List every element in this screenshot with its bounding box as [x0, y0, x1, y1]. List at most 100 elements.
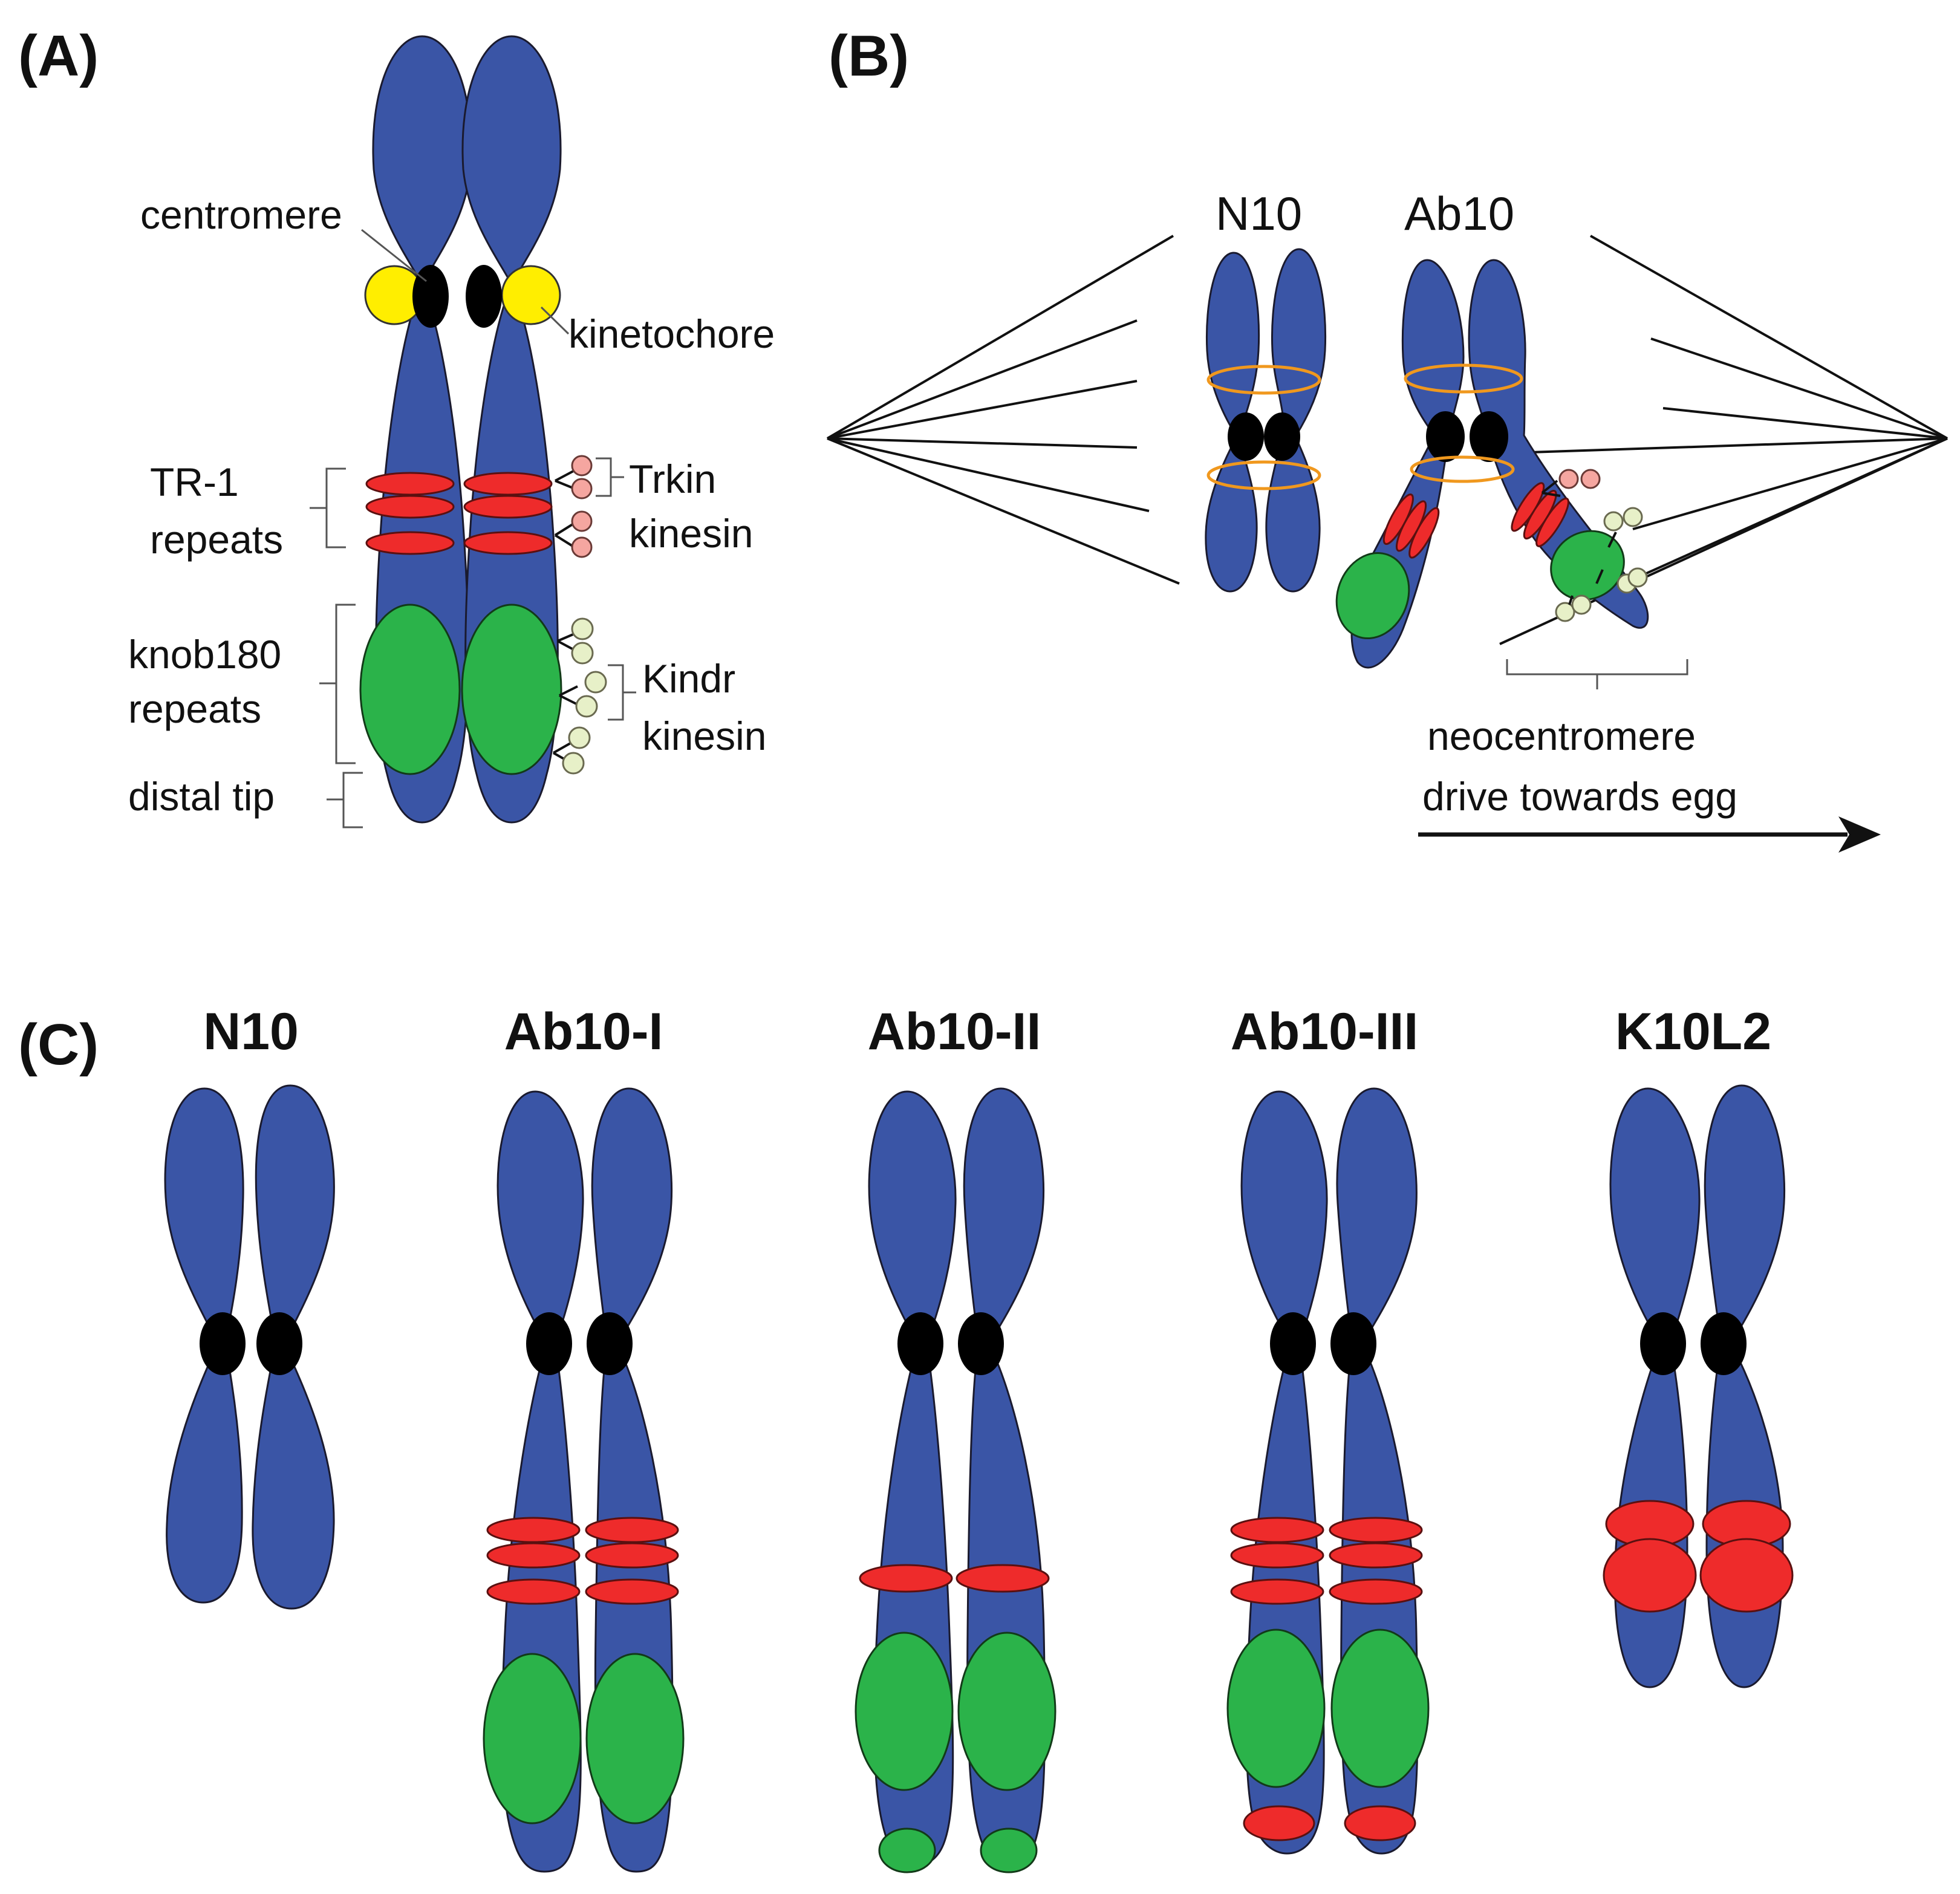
centromere: [587, 1312, 633, 1375]
tr1-block: [1603, 1538, 1697, 1613]
trkin-head: [571, 478, 593, 500]
knob180-label-line1: knob180: [128, 632, 281, 677]
trkin-head: [571, 510, 593, 532]
drive-arrowhead: [1838, 816, 1881, 853]
knob180-tip: [878, 1827, 936, 1873]
haplotype-title: Ab10-III: [1231, 1003, 1419, 1061]
ab10-label: Ab10: [1404, 187, 1514, 240]
trkin-bracket: [596, 457, 624, 497]
kindr-stalk: [1568, 532, 1617, 605]
panel-a-chromosome: [310, 35, 636, 828]
chromosome-n10: [164, 1084, 335, 1610]
tr1-band: [1329, 1542, 1423, 1569]
knob180-bracket: [319, 604, 356, 764]
tr1-band: [859, 1564, 953, 1593]
haplotype-title: N10: [203, 1003, 299, 1061]
centromere-leader: [361, 229, 427, 282]
kinetochore-right: [501, 265, 561, 325]
tr1-band: [463, 531, 553, 555]
haplotype-title: Ab10-I: [504, 1003, 663, 1061]
microtubule: [1632, 437, 1948, 530]
centromere-right: [466, 265, 502, 328]
kindr-head: [571, 617, 594, 640]
distal-tip-bracket: [327, 772, 363, 828]
centromere: [1270, 1312, 1316, 1375]
centromere: [1228, 412, 1264, 461]
knob180-label-line2: repeats: [128, 686, 261, 731]
tr1-band: [463, 495, 553, 519]
microtubule: [826, 235, 1174, 440]
trkin-head: [571, 455, 593, 477]
tr1-label-line2: repeats: [150, 517, 283, 562]
centromere: [958, 1312, 1004, 1375]
tr1-bracket: [310, 467, 346, 548]
microtubule: [827, 437, 1138, 449]
kindr-stalk: [559, 685, 578, 706]
n10-chromosome: [1205, 248, 1327, 593]
kindr-head: [1571, 594, 1592, 615]
microtubule: [827, 380, 1138, 440]
knob180-knob: [461, 604, 562, 775]
trkin-kinesin-group: [554, 455, 593, 558]
knob180-knob: [585, 1653, 685, 1824]
chromatid-right: [1468, 259, 1649, 629]
trkin-label-line2: kinesin: [629, 511, 753, 556]
knob180-knob: [1330, 1629, 1430, 1788]
knob180-knob: [359, 604, 461, 775]
spindle-left: [826, 235, 1180, 585]
knob180-knob: [1550, 530, 1625, 601]
tr1-band: [365, 495, 455, 519]
kinetochore-leader: [540, 306, 570, 335]
haplotype-title: K10L2: [1615, 1003, 1771, 1061]
tr1-band: [1230, 1578, 1324, 1605]
chromatid-right: [252, 1084, 335, 1610]
tr1-band: [1329, 1517, 1423, 1543]
kindr-head: [562, 752, 585, 775]
knob180-knob: [957, 1632, 1057, 1791]
microtubule: [1650, 337, 1948, 440]
tr1-band: [956, 1564, 1050, 1593]
chromosome-ab10-iii: [1226, 1087, 1430, 1855]
kindr-head: [1623, 507, 1643, 527]
tr1-tip: [1344, 1805, 1416, 1841]
trkin-head: [1580, 469, 1601, 489]
distal-tip-label: distal tip: [128, 774, 275, 819]
centromere-left: [412, 265, 449, 328]
microtubule: [827, 319, 1138, 440]
tr1-tip: [1243, 1805, 1315, 1841]
tr1-block: [1699, 1538, 1794, 1613]
centromere: [1640, 1312, 1686, 1375]
neocentromere-label-line1: neocentromere: [1427, 714, 1696, 758]
microtubule: [1493, 437, 1948, 455]
trkin-label-line1: Trkin: [629, 457, 716, 501]
microtubule: [1662, 407, 1948, 440]
microtubule: [1590, 235, 1948, 440]
microtubule: [827, 437, 1180, 585]
chromatid-left: [164, 1087, 244, 1604]
centromere: [200, 1312, 246, 1375]
knob180-knob: [483, 1653, 582, 1824]
panel-a: (A): [18, 24, 775, 828]
knob180-knob: [1226, 1629, 1326, 1788]
centromere: [526, 1312, 572, 1375]
n10-label: N10: [1216, 187, 1302, 240]
trkin-head: [571, 536, 593, 558]
kindr-head: [568, 726, 591, 749]
chromosome-ab10-i: [483, 1087, 685, 1873]
tr1-band: [585, 1542, 679, 1569]
knob180-knob: [855, 1632, 954, 1791]
chromosome-ab10-ii: [855, 1087, 1057, 1873]
tr1-band: [463, 472, 553, 496]
kindr-head: [1555, 602, 1575, 622]
centromere: [1470, 411, 1508, 462]
chromosome-k10l2: [1603, 1084, 1794, 1688]
knob180-knob: [1335, 552, 1410, 640]
tr1-band: [486, 1542, 581, 1569]
tr1-band: [365, 531, 455, 555]
kinetochore-label: kinetochore: [568, 311, 775, 356]
ab10-chromosome: [1335, 259, 1649, 669]
trkin-stalk: [1541, 480, 1561, 497]
centromere-label: centromere: [140, 192, 342, 237]
microtubule: [827, 437, 1150, 512]
